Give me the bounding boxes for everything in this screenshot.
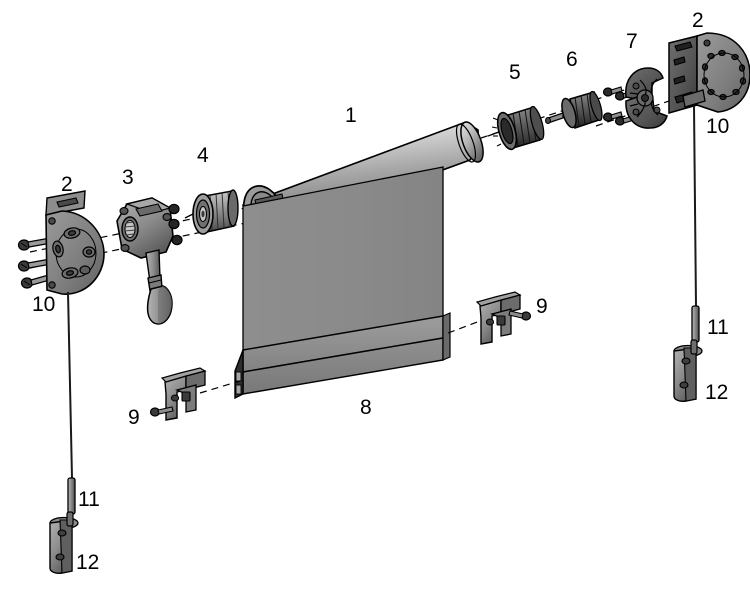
- callout-2-left: 2: [61, 173, 73, 196]
- callout-10-left: 10: [32, 293, 56, 316]
- bracket-clip-right: [447, 291, 532, 345]
- floor-anchor-left: [49, 511, 79, 574]
- callout-1: 1: [345, 104, 357, 127]
- tension-rod-left: [67, 291, 76, 515]
- mounting-screws-right: [602, 86, 635, 126]
- callout-11-left: 11: [78, 488, 100, 511]
- mounting-bracket-right: [668, 32, 750, 114]
- callout-12-right: 12: [705, 381, 729, 404]
- callout-2-right: 2: [692, 9, 704, 32]
- bracket-clip-left: [149, 367, 241, 421]
- idler-crown-adapter: [184, 189, 239, 235]
- callout-11-right: 11: [707, 316, 729, 339]
- split-pulley-wheel: [625, 67, 668, 129]
- floor-anchor-right: [673, 339, 703, 402]
- bottom-rail: [234, 312, 451, 400]
- callout-8: 8: [360, 396, 372, 419]
- motor-drive-head: [545, 90, 603, 129]
- spacer-washers-left: [168, 203, 183, 246]
- motor-crown: [487, 105, 545, 151]
- callout-3: 3: [122, 166, 134, 189]
- callout-9-right: 9: [536, 295, 548, 318]
- tension-rod-right: [691, 105, 700, 343]
- callout-5: 5: [509, 61, 521, 84]
- callout-7: 7: [626, 30, 638, 53]
- callout-4: 4: [197, 144, 209, 167]
- callout-10-right: 10: [706, 115, 730, 138]
- callout-6: 6: [566, 48, 578, 71]
- callout-12-left: 12: [76, 551, 100, 574]
- callout-9-left: 9: [128, 406, 140, 429]
- clutch-control-unit: [116, 197, 174, 325]
- mounting-bracket-left: [45, 190, 105, 295]
